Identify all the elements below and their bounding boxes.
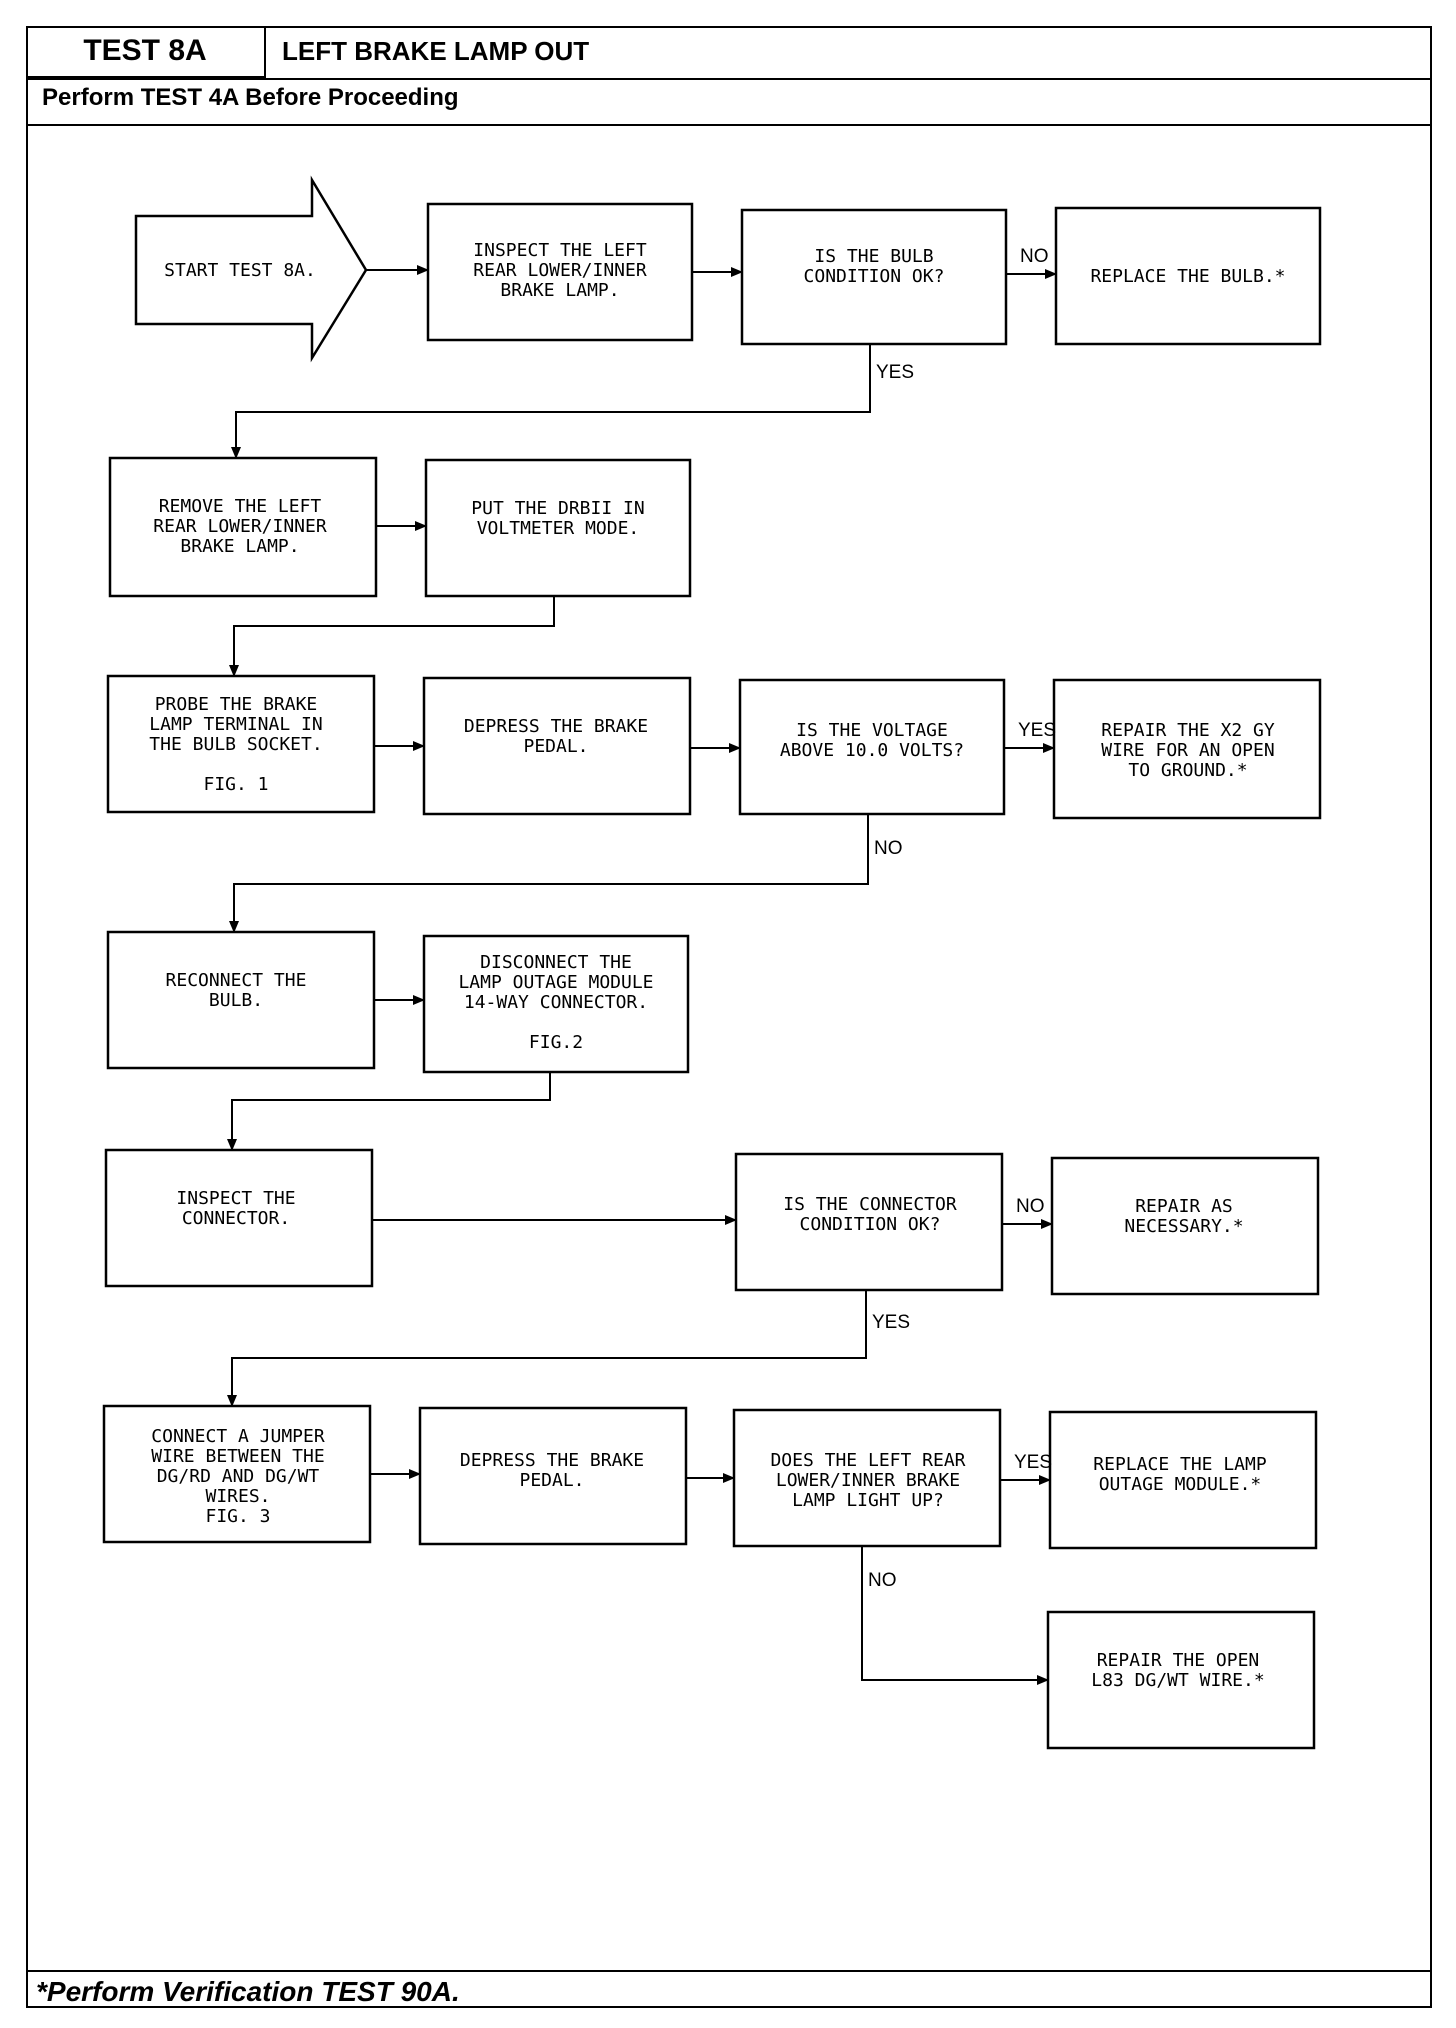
text-replace-bulb: REPLACE THE BULB.* (1090, 266, 1285, 287)
verification-note: *Perform Verification TEST 90A. (36, 1976, 460, 2007)
test-name: LEFT BRAKE LAMP OUT (282, 36, 590, 66)
footer-divider (26, 1970, 1432, 1972)
label-connector-yes: YES (872, 1312, 910, 1333)
label-voltage-no: NO (874, 838, 903, 859)
start-arrow-shape (134, 175, 368, 363)
label-light-no: NO (868, 1570, 897, 1591)
box-replace-bulb (1054, 206, 1322, 346)
box-lamp-light (732, 1408, 1002, 1548)
connectors (227, 265, 1057, 1685)
box-replace-module (1048, 1410, 1318, 1550)
box-repair-necessary (1050, 1156, 1320, 1296)
label-voltage-yes: YES (1018, 720, 1056, 741)
box-repair-l83 (1046, 1610, 1316, 1750)
prerequisite-note: Perform TEST 4A Before Proceeding (42, 84, 459, 111)
label-bulb-yes: YES (876, 362, 914, 383)
box-depress-2 (418, 1406, 688, 1546)
test-id: TEST 8A (26, 26, 266, 78)
box-repair-x2 (1052, 678, 1322, 820)
box-drbii (424, 458, 692, 598)
label-connector-no: NO (1016, 1196, 1045, 1217)
box-inspect-connector (104, 1148, 374, 1288)
box-voltage (738, 678, 1006, 816)
page-frame (26, 26, 1432, 2008)
box-jumper (102, 1404, 372, 1544)
box-bulb-ok (740, 208, 1008, 346)
box-remove-lamp (108, 456, 378, 598)
box-inspect-lamp (426, 202, 694, 342)
box-probe (106, 674, 376, 814)
label-light-yes: YES (1014, 1452, 1052, 1473)
box-connector-ok (734, 1152, 1004, 1292)
header-divider (26, 78, 1432, 126)
label-bulb-no: NO (1020, 246, 1049, 267)
branch-labels: NO YES YES NO NO YES YES NO (868, 246, 1056, 1591)
text-start: START TEST 8A. (164, 260, 316, 281)
node-boxes (102, 202, 1322, 1750)
